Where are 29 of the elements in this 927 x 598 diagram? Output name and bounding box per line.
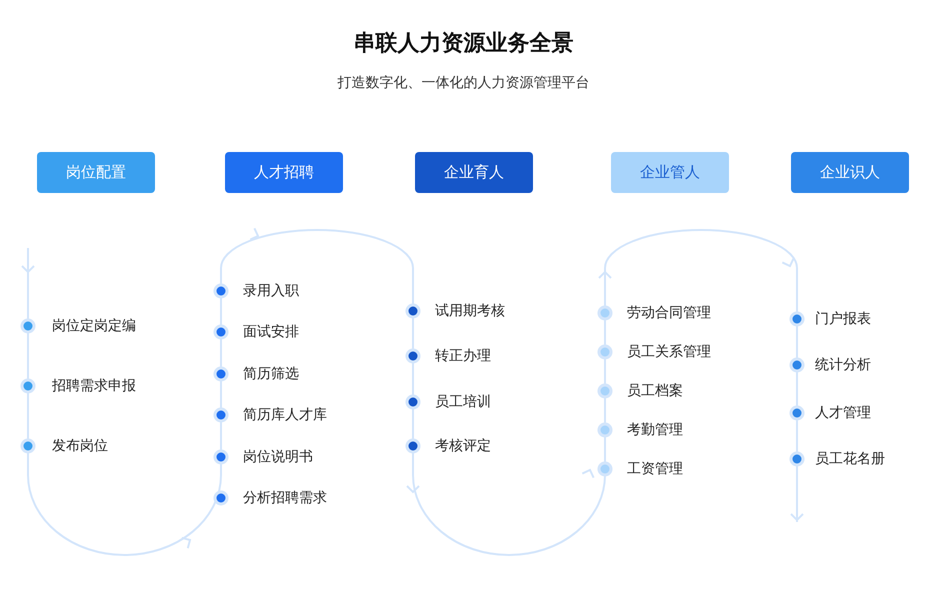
stage-header-box: 人才招聘 <box>225 152 343 193</box>
list-item: 录用入职 <box>243 282 299 300</box>
list-item: 面试安排 <box>243 323 299 341</box>
list-item: 统计分析 <box>815 356 871 374</box>
list-item: 转正办理 <box>435 347 491 365</box>
stage-header-box: 企业管人 <box>611 152 729 193</box>
list-item: 员工培训 <box>435 393 491 411</box>
list-item: 劳动合同管理 <box>627 304 711 322</box>
list-item: 发布岗位 <box>52 437 108 455</box>
list-item: 员工花名册 <box>815 450 885 468</box>
list-item: 工资管理 <box>627 460 683 478</box>
list-item: 分析招聘需求 <box>243 489 327 507</box>
list-item: 试用期考核 <box>435 302 505 320</box>
list-item: 员工档案 <box>627 382 683 400</box>
list-item: 岗位定岗定编 <box>52 317 136 335</box>
subtitle: 打造数字化、一体化的人力资源管理平台 <box>336 74 590 92</box>
list-item: 门户报表 <box>815 310 871 328</box>
stage-header-box: 企业识人 <box>791 152 909 193</box>
list-item: 简历筛选 <box>243 365 299 383</box>
list-item: 考勤管理 <box>627 421 683 439</box>
list-item: 员工关系管理 <box>627 343 711 361</box>
stage-header-box: 企业育人 <box>415 152 533 193</box>
list-item: 简历库人才库 <box>243 406 327 424</box>
list-item: 考核评定 <box>435 437 491 455</box>
stage-header-box: 岗位配置 <box>37 152 155 193</box>
list-item: 招聘需求申报 <box>52 377 136 395</box>
title: 串联人力资源业务全景 <box>352 30 574 58</box>
list-item: 人才管理 <box>815 404 871 422</box>
list-item: 岗位说明书 <box>243 448 313 466</box>
